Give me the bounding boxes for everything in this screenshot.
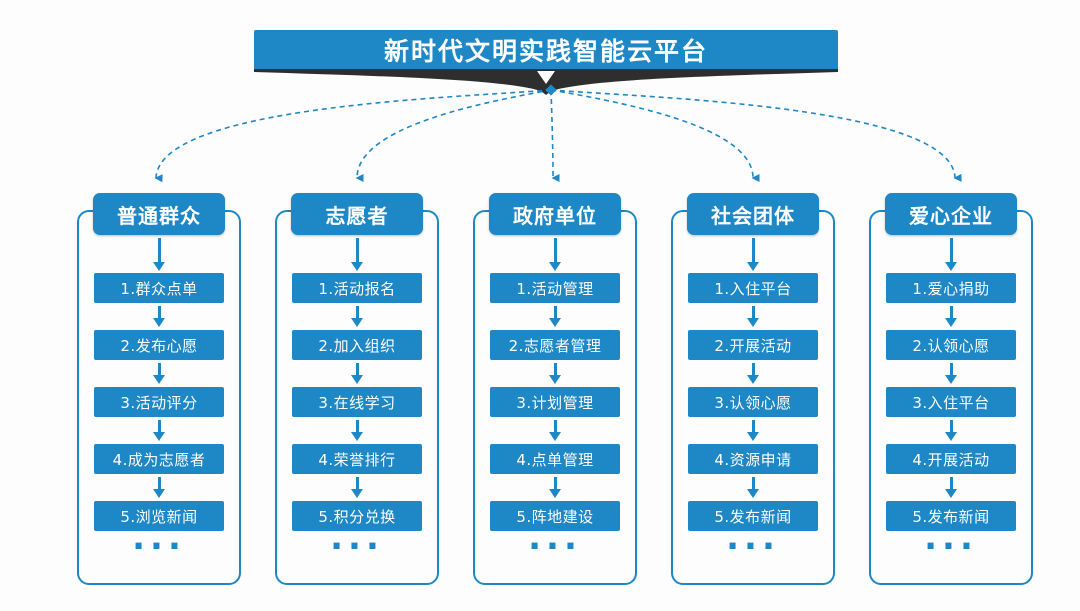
down-arrow-icon — [355, 420, 359, 433]
platform-banner: 新时代文明实践智能云平台 — [254, 30, 838, 70]
ellipsis: ... — [132, 518, 186, 558]
ellipsis: ... — [726, 518, 780, 558]
down-arrow-icon — [553, 477, 557, 490]
down-arrow-icon — [751, 477, 755, 490]
step-box: 1.群众点单 — [94, 273, 224, 303]
step-box: 1.活动管理 — [490, 273, 620, 303]
hub-connectors — [154, 84, 962, 183]
step-box: 2.开展活动 — [688, 330, 818, 360]
step-box: 4.资源申请 — [688, 444, 818, 474]
step-box: 5.发布新闻 — [886, 501, 1016, 531]
down-arrow-icon — [157, 363, 161, 376]
column-header: 志愿者 — [291, 193, 423, 235]
step-box: 2.加入组织 — [292, 330, 422, 360]
down-arrow-icon — [553, 363, 557, 376]
down-arrow-icon — [751, 363, 755, 376]
down-arrow-icon — [157, 238, 161, 263]
down-arrow-icon — [157, 306, 161, 319]
step-box: 3.活动评分 — [94, 387, 224, 417]
step-box: 3.认领心愿 — [688, 387, 818, 417]
column-volunteers: 志愿者 1.活动报名 2.加入组织 3.在线学习 4.荣誉排行 5.积分兑换 .… — [275, 193, 439, 585]
dashed-connector-col5 — [550, 89, 962, 182]
step-box: 5.发布新闻 — [688, 501, 818, 531]
down-arrow-icon — [949, 306, 953, 319]
column-social-organizations: 社会团体 1.入住平台 2.开展活动 3.认领心愿 4.资源申请 5.发布新闻 … — [671, 193, 835, 585]
step-box: 5.阵地建设 — [490, 501, 620, 531]
down-arrow-icon — [537, 71, 555, 84]
down-arrow-icon — [157, 477, 161, 490]
step-box: 2.认领心愿 — [886, 330, 1016, 360]
banner-ribbon — [254, 69, 838, 95]
column-header: 普通群众 — [93, 193, 225, 235]
column-ordinary-masses: 普通群众 1.群众点单 2.发布心愿 3.活动评分 4.成为志愿者 5.浏览新闻… — [77, 193, 241, 585]
down-arrow-icon — [949, 477, 953, 490]
step-box: 2.发布心愿 — [94, 330, 224, 360]
down-arrow-icon — [355, 477, 359, 490]
step-box: 5.积分兑换 — [292, 501, 422, 531]
column-government-units: 政府单位 1.活动管理 2.志愿者管理 3.计划管理 4.点单管理 5.阵地建设… — [473, 193, 637, 585]
step-box: 1.活动报名 — [292, 273, 422, 303]
down-arrow-icon — [751, 238, 755, 263]
dashed-connector-col1 — [154, 89, 552, 183]
column-header: 政府单位 — [489, 193, 621, 235]
step-box: 1.入住平台 — [688, 273, 818, 303]
step-box: 5.浏览新闻 — [94, 501, 224, 531]
down-arrow-icon — [355, 306, 359, 319]
step-box: 4.开展活动 — [886, 444, 1016, 474]
down-arrow-icon — [553, 238, 557, 263]
ellipsis: ... — [330, 518, 384, 558]
ellipsis: ... — [924, 518, 978, 558]
down-arrow-icon — [355, 238, 359, 263]
dashed-connector-col4 — [550, 89, 760, 182]
step-box: 2.志愿者管理 — [490, 330, 620, 360]
down-arrow-icon — [751, 420, 755, 433]
down-arrow-icon — [553, 306, 557, 319]
down-arrow-icon — [553, 420, 557, 433]
dashed-connector-col2 — [355, 89, 552, 183]
dashed-connector-col3 — [550, 89, 560, 182]
step-box: 3.入住平台 — [886, 387, 1016, 417]
down-arrow-icon — [949, 363, 953, 376]
column-caring-enterprises: 爱心企业 1.爱心捐助 2.认领心愿 3.入住平台 4.开展活动 5.发布新闻 … — [869, 193, 1033, 585]
step-box: 4.点单管理 — [490, 444, 620, 474]
step-box: 4.成为志愿者 — [94, 444, 224, 474]
platform-title: 新时代文明实践智能云平台 — [383, 37, 708, 66]
step-box: 4.荣誉排行 — [292, 444, 422, 474]
column-header: 爱心企业 — [885, 193, 1017, 235]
column-header: 社会团体 — [687, 193, 819, 235]
down-arrow-icon — [157, 420, 161, 433]
down-arrow-icon — [949, 420, 953, 433]
step-box: 3.在线学习 — [292, 387, 422, 417]
step-box: 1.爱心捐助 — [886, 273, 1016, 303]
down-arrow-icon — [949, 238, 953, 263]
ellipsis: ... — [528, 518, 582, 558]
hub-node — [545, 84, 557, 96]
down-arrow-icon — [751, 306, 755, 319]
step-box: 3.计划管理 — [490, 387, 620, 417]
down-arrow-icon — [355, 363, 359, 376]
